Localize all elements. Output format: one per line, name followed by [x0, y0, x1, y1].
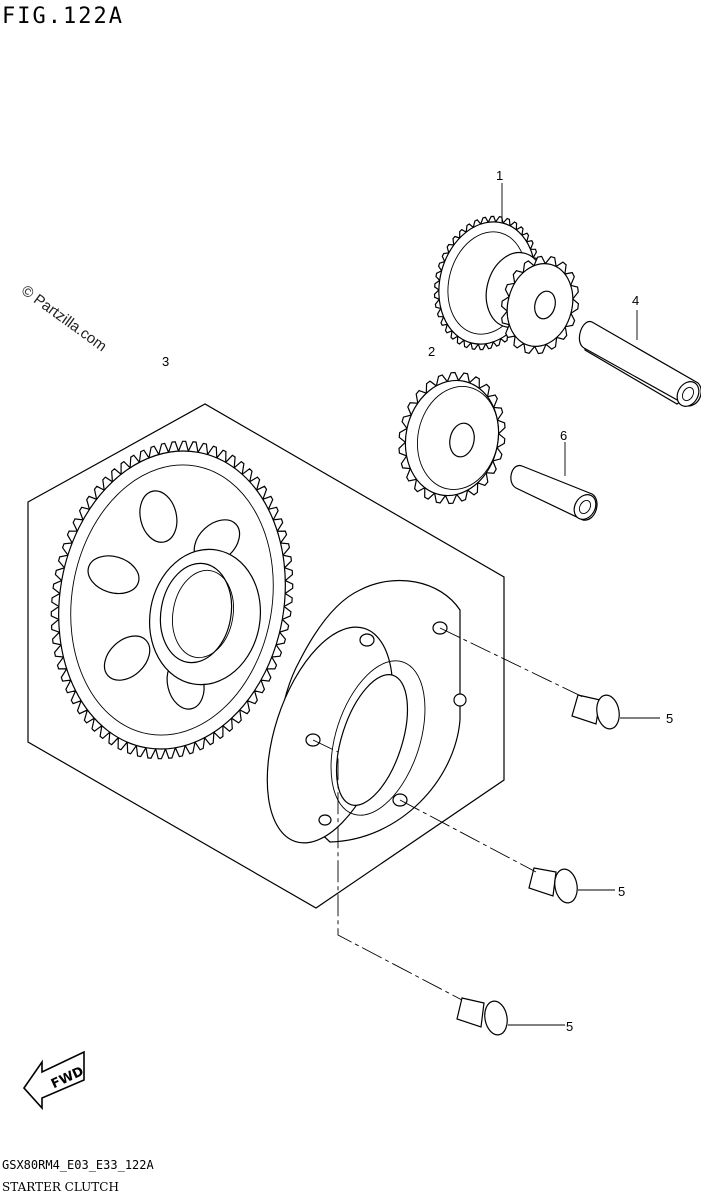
- callout-6: 6: [560, 428, 567, 443]
- idle-gear-shaft-short[interactable]: [510, 464, 600, 523]
- bolt-lower[interactable]: [456, 997, 510, 1037]
- callout-5-lower: 5: [566, 1019, 573, 1034]
- starter-idle-gear-double[interactable]: [426, 211, 582, 355]
- callout-4: 4: [632, 293, 639, 308]
- idle-gear-shaft[interactable]: [578, 321, 701, 411]
- model-code: GSX80RM4_E03_E33_122A: [2, 1158, 154, 1172]
- starter-idle-gear[interactable]: [395, 371, 509, 505]
- figure-title: FIG.122A: [2, 4, 124, 29]
- bolt-upper[interactable]: [571, 693, 622, 730]
- starter-clutch-gear[interactable]: [36, 433, 309, 767]
- spoke-window: [87, 555, 140, 595]
- callout-1: 1: [496, 168, 503, 183]
- fwd-arrow: FWD: [22, 1050, 86, 1111]
- spoke-window: [139, 490, 178, 543]
- leader-lines: [312, 183, 660, 1026]
- spoke-window: [103, 635, 151, 681]
- bolt-middle[interactable]: [528, 867, 580, 904]
- callout-3: 3: [162, 354, 169, 369]
- assembly-frame: [27, 403, 505, 909]
- starter-clutch-body[interactable]: [243, 579, 467, 858]
- callout-2: 2: [428, 344, 435, 359]
- diagram-caption: STARTER CLUTCH: [2, 1180, 119, 1194]
- callout-5-middle: 5: [618, 884, 625, 899]
- callout-5-upper: 5: [666, 711, 673, 726]
